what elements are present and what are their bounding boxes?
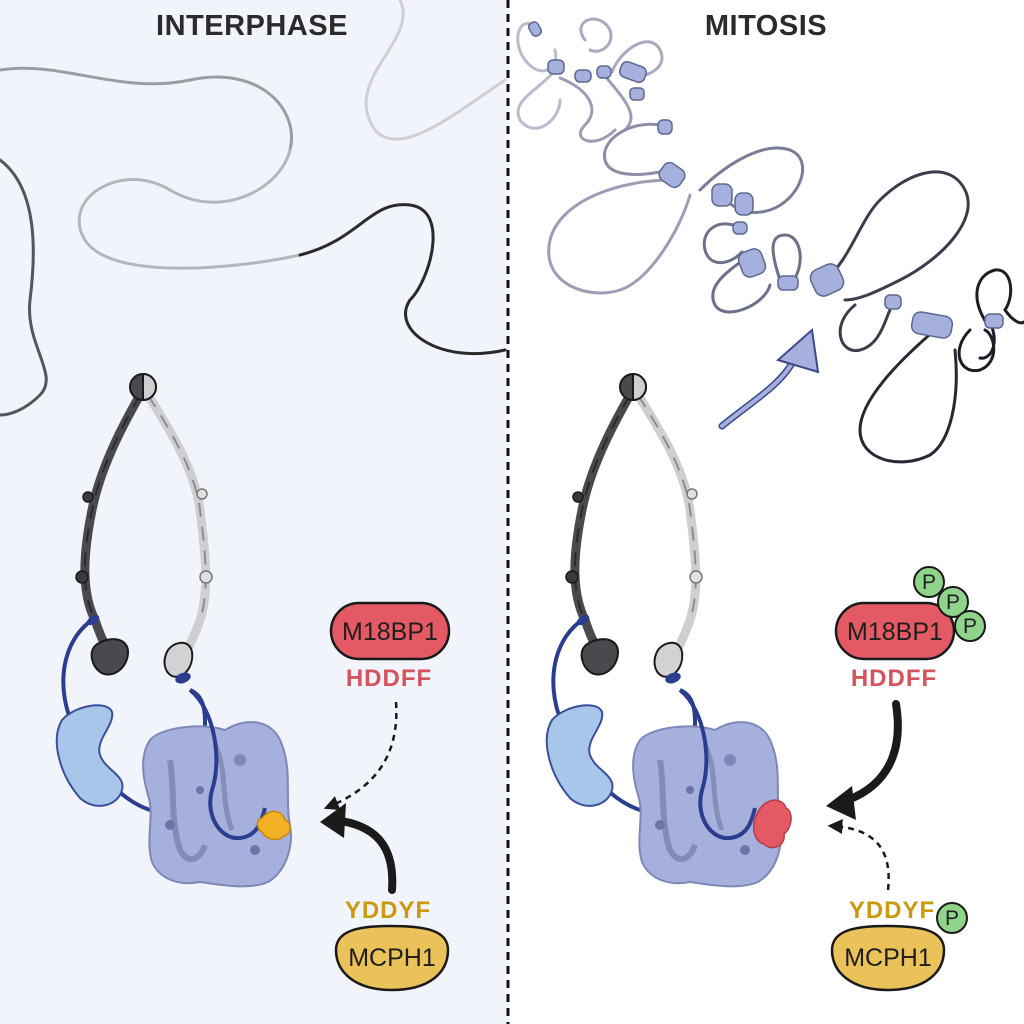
mitosis-title: MITOSIS: [705, 10, 827, 42]
m18bp1-label: M18BP1: [847, 618, 943, 646]
hddff-motif-label: HDDFF: [346, 665, 432, 692]
mcph1-mitosis: YDDYF MCPH1 P: [830, 897, 968, 992]
mcph1-interphase: YDDYF MCPH1: [334, 897, 450, 992]
heat-repeat-subunit: [545, 704, 614, 807]
smc-head-light: [163, 641, 194, 678]
yddyf-motif-label: YDDYF: [849, 897, 935, 924]
yddyf-motif-label: YDDYF: [345, 897, 431, 924]
mitosis-condensin: [545, 372, 792, 888]
phospho-site: [954, 610, 986, 642]
phospho-site: [936, 902, 968, 934]
phospho-label: P: [922, 571, 936, 594]
hddff-motif-label: HDDFF: [851, 665, 937, 692]
bound-mcph1-motif: [256, 810, 291, 841]
m18bp1-shape: [834, 601, 956, 661]
mcph1-label: MCPH1: [844, 944, 932, 972]
mcph1-label: MCPH1: [348, 944, 436, 972]
phospho-site: [913, 566, 945, 598]
interphase-condensin: [55, 372, 292, 888]
mcph1-shape: [830, 924, 946, 992]
phospho-site: [937, 586, 969, 618]
smc-head-light: [653, 641, 684, 678]
mcph1-weak-binding-arrow: [827, 819, 890, 891]
mcph1-strong-binding-arrow: [331, 816, 397, 894]
mcph1-shape: [334, 924, 450, 992]
mitotic-condensin-rings: [527, 21, 1004, 339]
m18bp1-interphase: M18BP1 HDDFF: [329, 601, 451, 692]
phospho-group-m18bp1: P P P: [913, 566, 986, 642]
m18bp1-weak-binding-arrow: [323, 701, 398, 811]
phospho-label: P: [945, 907, 959, 930]
m18bp1-strong-binding-arrow: [838, 700, 902, 806]
heat-repeat-subunit: [55, 704, 124, 807]
phospho-label: P: [963, 615, 977, 638]
m18bp1-label: M18BP1: [342, 618, 438, 646]
m18bp1-mitosis: M18BP1 HDDFF P P P: [834, 566, 986, 692]
smc-head-dark: [90, 638, 130, 676]
interphase-title: INTERPHASE: [156, 10, 348, 42]
smc-head-dark: [580, 638, 620, 676]
m18bp1-shape: [329, 601, 451, 661]
bound-m18bp1-motif: [752, 799, 792, 849]
interphase-chromatin-fiber: [0, 0, 507, 417]
phospho-label: P: [946, 591, 960, 614]
